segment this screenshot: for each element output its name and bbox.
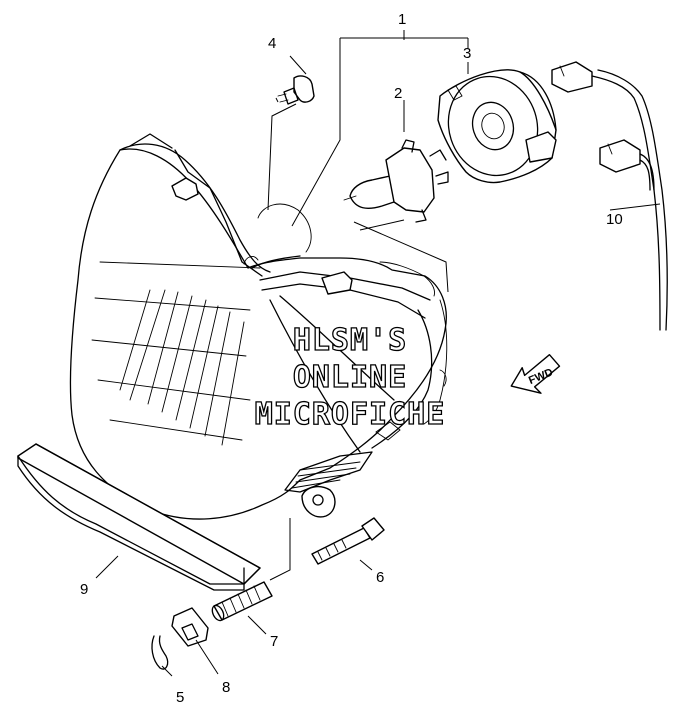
callout-6: 6 <box>376 569 384 586</box>
assembly-lines <box>95 30 661 677</box>
small-bulb-part <box>277 75 315 105</box>
callout-10: 10 <box>606 211 623 228</box>
callout-2: 2 <box>394 85 402 102</box>
watermark-line-3: MICROFICHE <box>255 397 446 432</box>
nut-part <box>171 607 209 647</box>
clip-part <box>151 635 169 670</box>
callout-4: 4 <box>268 35 276 52</box>
callout-8: 8 <box>222 679 230 696</box>
watermark-line-2: ONLINE <box>293 360 407 395</box>
spring-part <box>211 581 273 622</box>
watermark: HLSM'S ONLINE MICROFICHE <box>254 322 446 432</box>
bolt-part <box>311 517 385 565</box>
callout-labels: 1 2 3 4 5 6 7 8 9 10 <box>80 11 623 706</box>
wiring-harness-part <box>551 61 668 331</box>
bulb-part <box>343 139 449 223</box>
trim-strip-part <box>17 443 261 591</box>
socket-cover-part <box>437 69 557 184</box>
direction-arrow: FWD <box>510 354 561 394</box>
callout-5: 5 <box>176 689 184 706</box>
watermark-line-1: HLSM'S <box>293 323 407 358</box>
callout-7: 7 <box>270 633 278 650</box>
callout-1: 1 <box>398 11 406 28</box>
callout-9: 9 <box>80 581 88 598</box>
headlight-lens <box>69 133 448 520</box>
callout-3: 3 <box>463 45 471 62</box>
